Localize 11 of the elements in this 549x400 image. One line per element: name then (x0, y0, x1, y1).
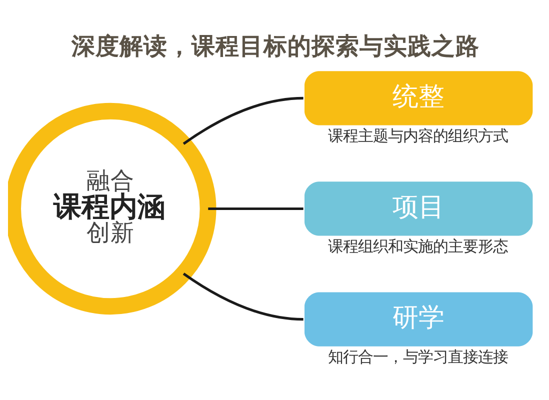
connector (182, 96, 304, 144)
connector (208, 206, 304, 210)
node-box: 统整 (304, 70, 533, 125)
diagram-title: 深度解读，课程目标的探索与实践之路 (72, 32, 480, 60)
node-label: 课程组织和实施的主要形态 (328, 237, 508, 256)
node-box: 研学 (304, 292, 533, 346)
node-circle: 融合 课程内涵 创新 (8, 102, 216, 314)
node-box: 项目 (304, 181, 533, 236)
node-label: 知行合一，与学习直接连接 (328, 348, 508, 366)
connector (182, 272, 304, 320)
node-label: 课程主题与内容的组织方式 (328, 126, 508, 144)
